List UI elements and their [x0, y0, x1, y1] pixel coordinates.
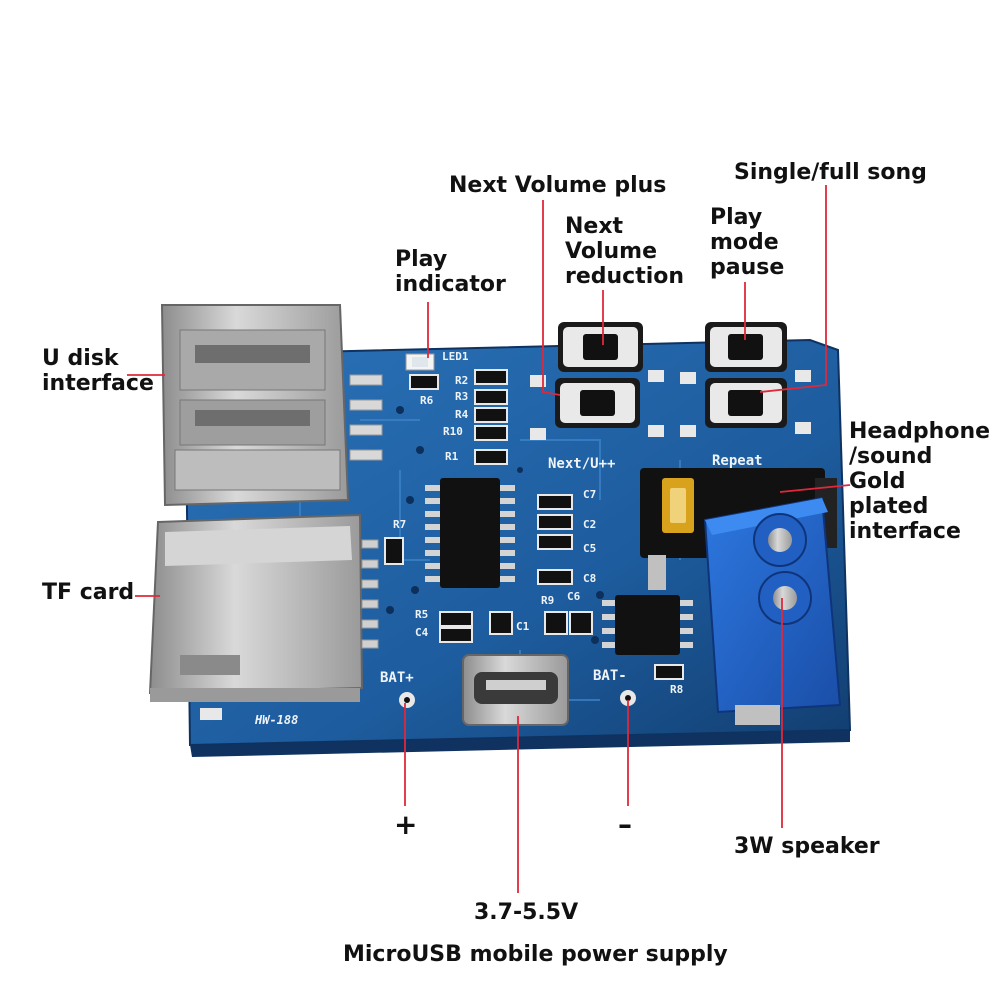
silk-c4: C4 [415, 626, 429, 639]
label-power-supply: MicroUSB mobile power supply [343, 942, 728, 967]
smd-components [384, 369, 684, 680]
leader-headphone [779, 484, 851, 493]
silk-led1: LED1 [442, 350, 469, 363]
label-play-mode-pause-1: Play [710, 205, 763, 230]
micro-usb-port [462, 654, 569, 726]
button-pads [530, 370, 811, 440]
silkscreen: LED1 R2 R3 R4 R10 R1 R6 R7 R5 C4 C1 C7 C… [254, 350, 763, 727]
silk-r7: R7 [393, 518, 406, 531]
label-play-mode-pause-2: mode [710, 230, 779, 255]
silk-c6: C6 [567, 590, 581, 603]
amplifier-ic [602, 595, 693, 655]
silk-model: HW-188 [254, 713, 298, 727]
silk-r4: R4 [455, 408, 469, 421]
silk-r3: R3 [455, 390, 468, 403]
silk-bat-minus: BAT- [593, 668, 627, 684]
battery-pads [200, 690, 636, 720]
label-play-indicator-1: Play [395, 247, 448, 272]
label-u-disk-2: interface [42, 371, 154, 396]
silk-r6: R6 [420, 394, 434, 407]
label-headphone-2: /sound [849, 444, 933, 469]
silk-c1: C1 [516, 620, 530, 633]
button-play-mode-pause [705, 322, 787, 372]
button-single-full-song [705, 378, 787, 428]
silk-c5: C5 [583, 542, 596, 555]
label-next-volume-reduction-2: Volume [565, 239, 657, 264]
label-speaker: 3W speaker [734, 834, 880, 859]
label-headphone-3: Gold [849, 469, 906, 494]
silk-r9: R9 [541, 594, 554, 607]
label-play-indicator-2: indicator [395, 272, 506, 297]
leader-single-full-song [759, 185, 827, 393]
silk-c7: C7 [583, 488, 596, 501]
button-next-volume-reduction [558, 322, 643, 372]
label-single-full-song: Single/full song [734, 160, 927, 185]
silk-c8: C8 [583, 572, 596, 585]
main-ic [425, 478, 515, 588]
silk-r5: R5 [415, 608, 428, 621]
silk-r10: R10 [443, 425, 463, 438]
label-headphone-5: interface [849, 519, 961, 544]
silk-r1: R1 [445, 450, 459, 463]
tf-card-slot [148, 513, 379, 702]
label-play-mode-pause-3: pause [710, 255, 785, 280]
label-voltage: 3.7-5.5V [474, 900, 579, 925]
label-tf-card: TF card [42, 580, 135, 605]
silk-r2: R2 [455, 374, 468, 387]
silk-c2: C2 [583, 518, 596, 531]
silk-repeat-button: Repeat [712, 453, 763, 469]
label-next-volume-plus: Next Volume plus [449, 173, 667, 198]
label-minus: – [618, 808, 632, 841]
label-plus: + [394, 808, 418, 841]
leader-next-volume-plus [542, 200, 561, 396]
silk-r8: R8 [670, 683, 683, 696]
label-next-volume-reduction-1: Next [565, 214, 624, 239]
leader-lines [127, 185, 851, 893]
speaker-terminal [703, 496, 842, 725]
led-indicator [405, 353, 435, 371]
silk-bat-plus: BAT+ [380, 670, 414, 686]
usb-a-port [160, 304, 383, 507]
silk-next-button: Next/U++ [548, 456, 615, 472]
label-next-volume-reduction-3: reduction [565, 264, 685, 289]
label-headphone-4: plated [849, 494, 929, 519]
label-u-disk-1: U disk [42, 346, 119, 371]
button-next-volume-plus [555, 378, 640, 428]
label-headphone-1: Headphone [849, 419, 991, 444]
